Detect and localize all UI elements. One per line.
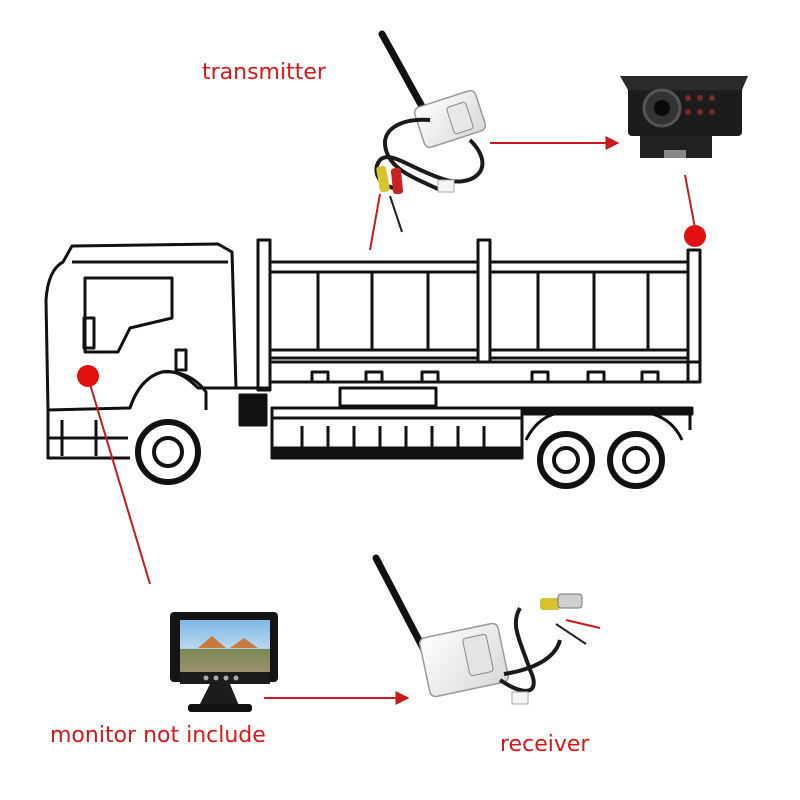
cab-to-monitor-line xyxy=(89,383,151,585)
wireless-receiver-icon xyxy=(372,554,601,705)
transmitter-label: transmitter xyxy=(202,60,326,85)
monitor-icon xyxy=(170,612,278,712)
reversing-camera-icon xyxy=(620,76,748,158)
camera-to-truck-line xyxy=(684,174,696,229)
monitor-label: monitor not include xyxy=(50,723,266,748)
monitor-mount-dot xyxy=(77,365,99,387)
connection-lines xyxy=(89,136,696,705)
receiver-label: receiver xyxy=(500,732,590,757)
dump-truck-icon xyxy=(44,238,702,489)
wireless-transmitter-icon xyxy=(369,30,487,251)
camera-mount-dot xyxy=(684,225,706,247)
